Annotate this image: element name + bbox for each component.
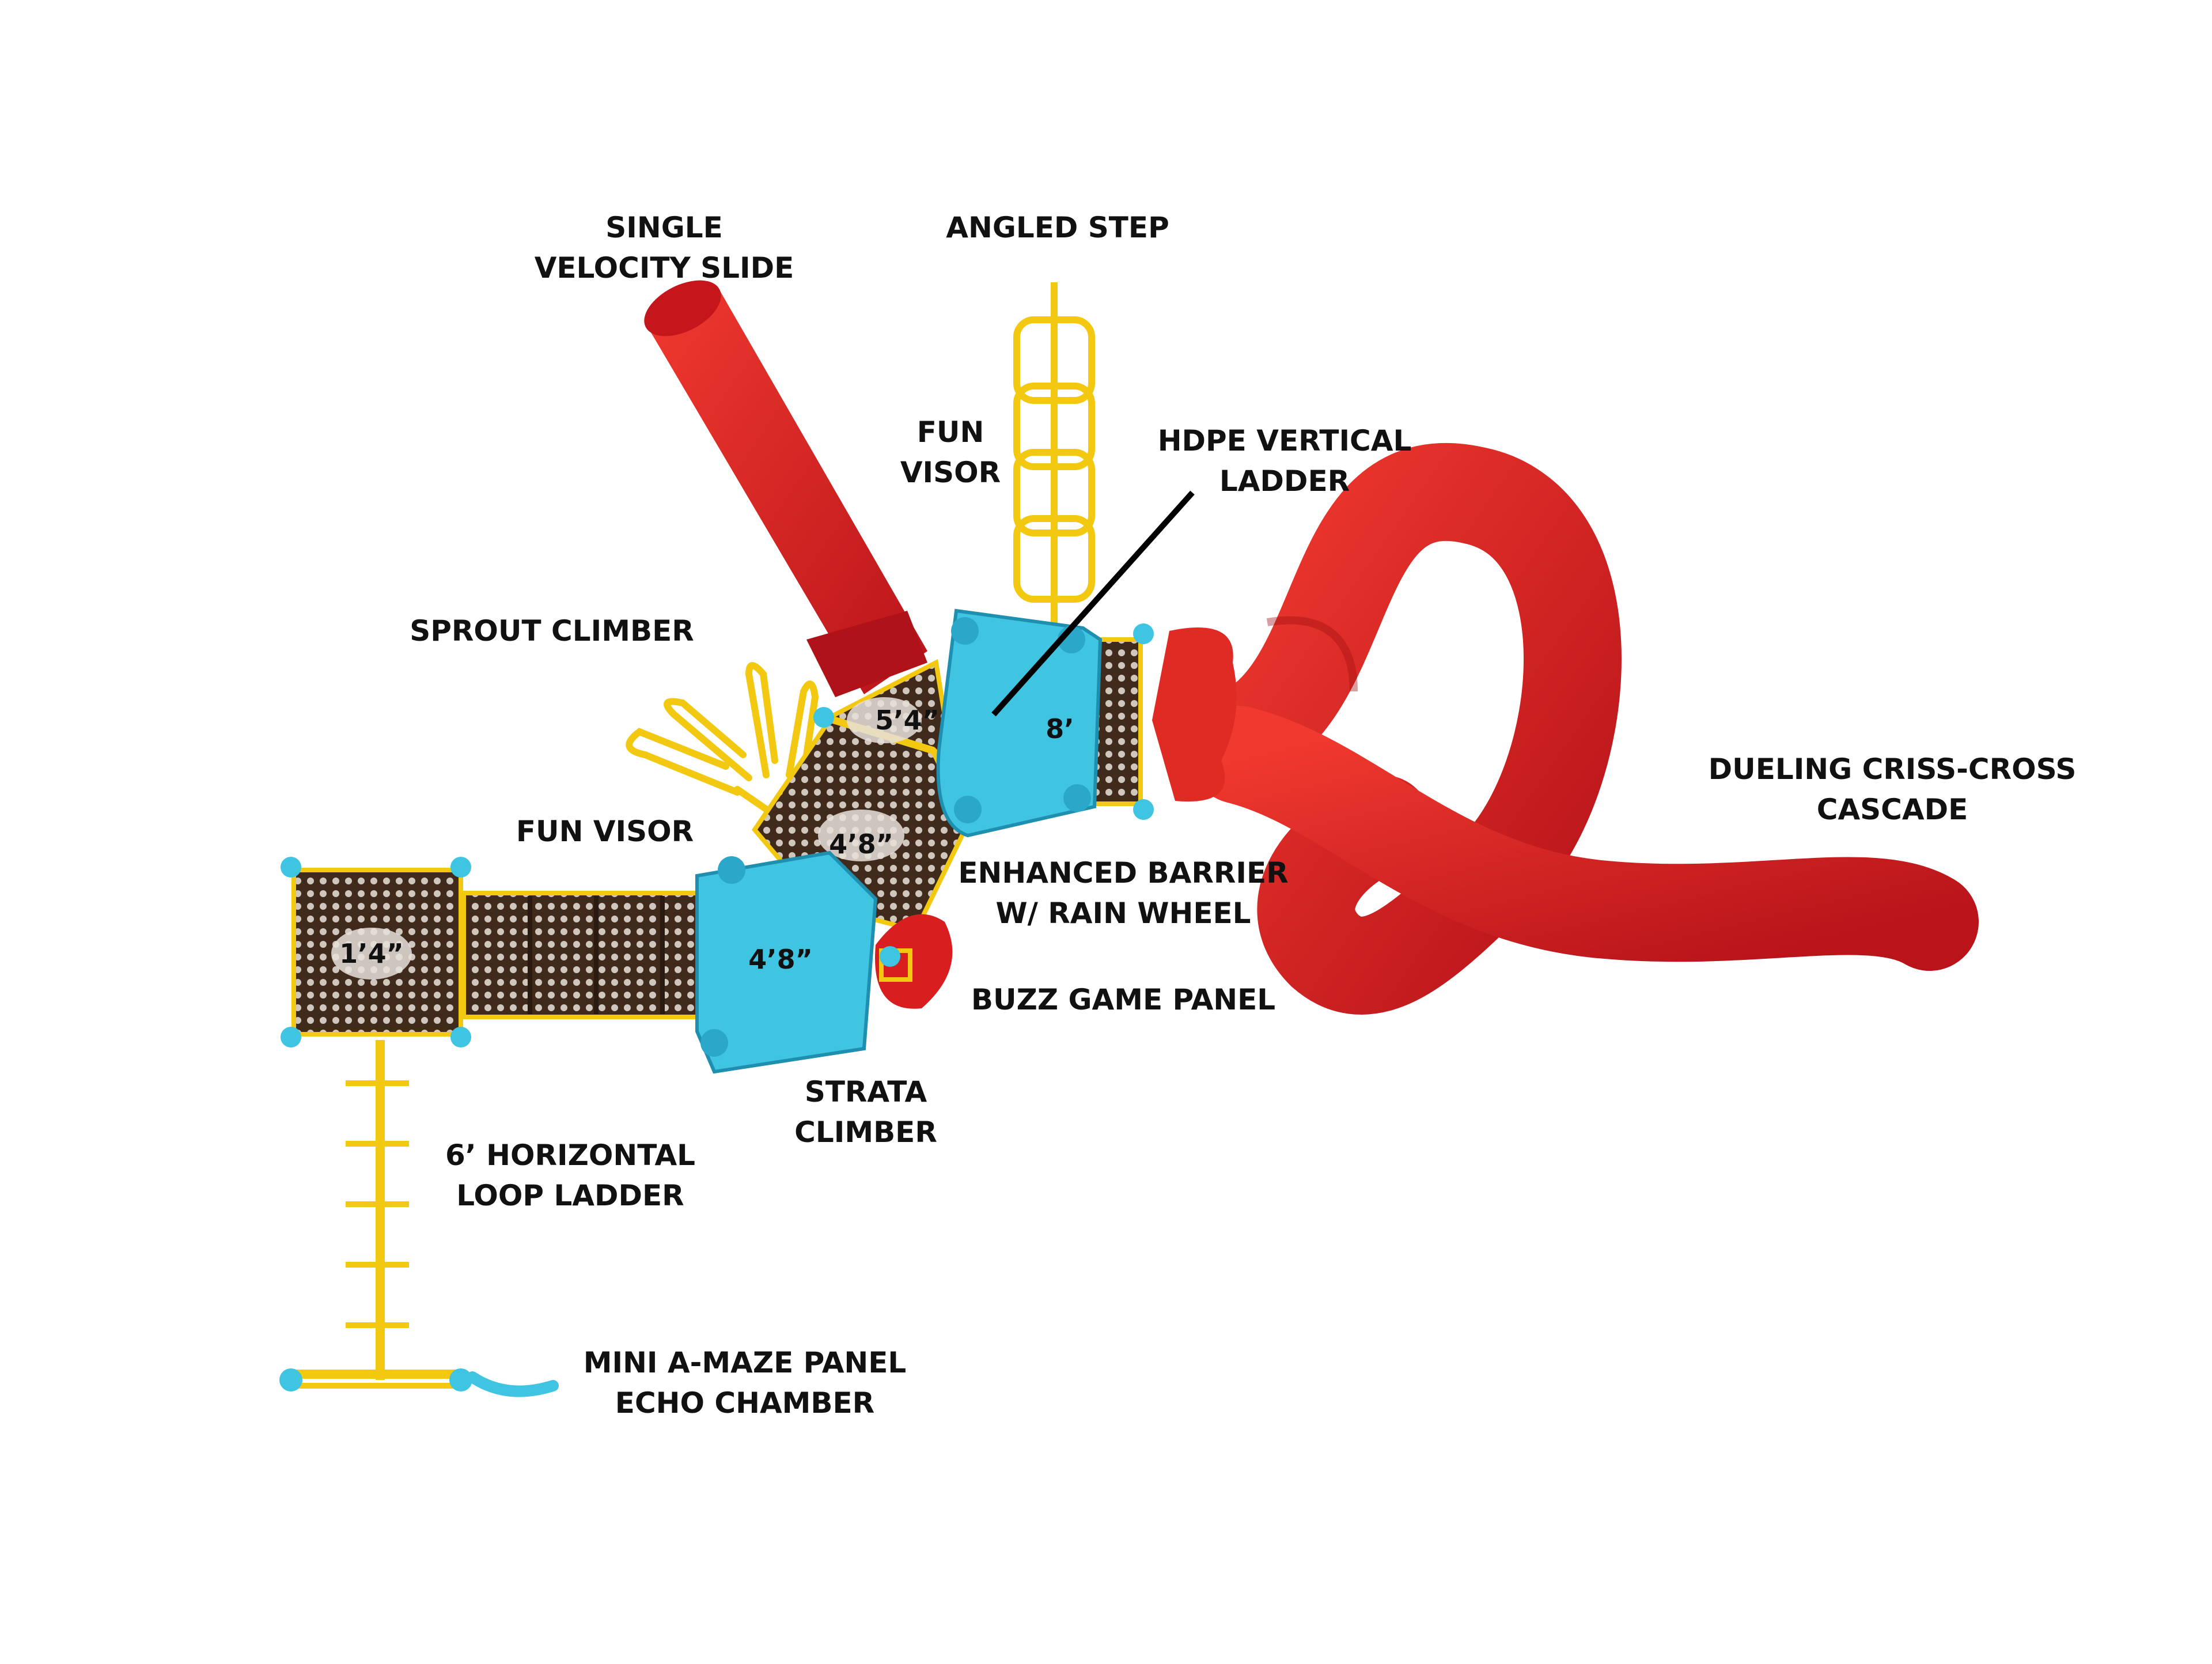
label-line: VISOR (900, 456, 1001, 489)
deck-height-4-8-mid: 4’8” (829, 829, 893, 860)
label-mini-a-maze-panel: MINI A-MAZE PANEL ECHO CHAMBER (584, 1342, 907, 1423)
label-fun-visor-top: FUN VISOR (900, 412, 1001, 493)
label-line: MINI A-MAZE PANEL (583, 1346, 907, 1379)
deck-height-5-4: 5’4” (875, 705, 940, 736)
roof-8 (936, 608, 1103, 838)
label-line: SINGLE (605, 211, 723, 244)
walkway-bridge (461, 891, 708, 1019)
horizontal-loop-ladder (291, 1040, 461, 1389)
label-hdpe-vertical-ladder: HDPE VERTICAL LADDER (1158, 421, 1412, 501)
label-dueling-criss-cross-cascade: DUELING CRISS-CROSS CASCADE (1709, 749, 2077, 830)
label-line: SPROUT CLIMBER (410, 614, 694, 648)
label-line: DUELING CRISS-CROSS (1708, 752, 2077, 786)
label-line: CLIMBER (794, 1115, 937, 1149)
label-fun-visor-left: FUN VISOR (516, 811, 694, 852)
label-angled-step: ANGLED STEP (946, 207, 1169, 248)
deck-height-4-8-roof: 4’8” (748, 944, 813, 975)
label-horizontal-loop-ladder: 6’ HORIZONTAL LOOP LADDER (445, 1135, 695, 1216)
label-strata-climber: STRATA CLIMBER (794, 1072, 937, 1152)
label-line: STRATA (804, 1075, 927, 1109)
label-buzz-game-panel: BUZZ GAME PANEL (971, 980, 1275, 1020)
deck-height-8: 8’ (1046, 713, 1074, 744)
roof-4-8 (695, 850, 878, 1074)
label-line: ECHO CHAMBER (615, 1386, 875, 1420)
label-single-velocity-slide: SINGLE VELOCITY SLIDE (535, 207, 794, 288)
label-line: W/ RAIN WHEEL (995, 897, 1251, 930)
angled-step-ladder (1013, 282, 1095, 634)
label-line: BUZZ GAME PANEL (971, 983, 1276, 1016)
label-sprout-climber: SPROUT CLIMBER (410, 611, 694, 651)
label-line: CASCADE (1816, 793, 1968, 826)
deck-1-4 (281, 857, 471, 1047)
label-line: 6’ HORIZONTAL (445, 1139, 696, 1172)
deck-height-1-4: 1’4” (339, 938, 404, 969)
label-line: VELOCITY SLIDE (534, 251, 794, 285)
label-enhanced-barrier: ENHANCED BARRIER W/ RAIN WHEEL (958, 853, 1288, 933)
enhanced-barrier (875, 914, 953, 1009)
label-line: LOOP LADDER (456, 1179, 684, 1212)
single-velocity-slide (644, 280, 927, 697)
label-line: FUN VISOR (516, 815, 694, 848)
label-line: HDPE VERTICAL (1157, 424, 1412, 457)
label-line: LADDER (1219, 464, 1350, 498)
hdpe-ladder-leader-line (991, 490, 1195, 717)
label-line: ENHANCED BARRIER (958, 856, 1289, 890)
mini-a-maze-panel (279, 1368, 559, 1397)
label-line: FUN (916, 415, 984, 449)
label-line: ANGLED STEP (946, 211, 1169, 244)
dueling-criss-cross-cascade (1152, 443, 1979, 1015)
